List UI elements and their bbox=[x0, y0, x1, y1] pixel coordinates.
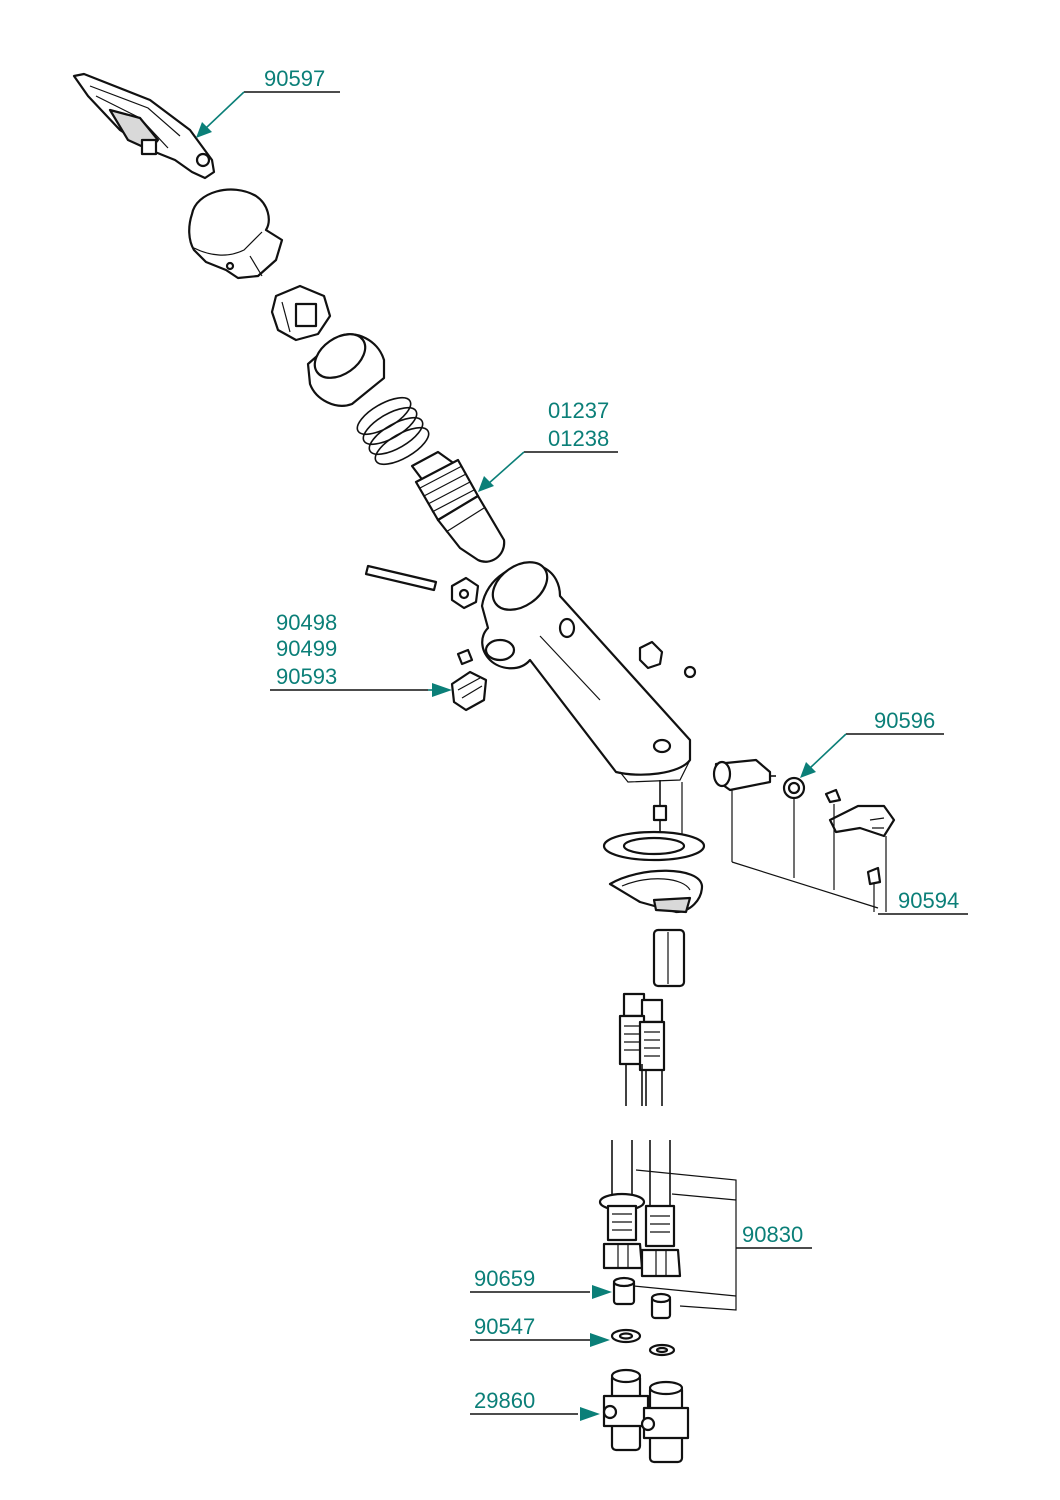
callout-aerator: 90498 90499 90593 bbox=[270, 610, 452, 697]
label-90547: 90547 bbox=[474, 1314, 535, 1339]
gasket-part bbox=[602, 830, 706, 862]
label-90594: 90594 bbox=[898, 888, 959, 913]
callout-01237-01238: 01237 01238 bbox=[478, 398, 618, 492]
spring-part bbox=[356, 396, 430, 466]
spout-body-part bbox=[480, 561, 692, 783]
cartridge-part bbox=[410, 450, 506, 563]
aerator-part bbox=[450, 670, 488, 712]
label-29860: 29860 bbox=[474, 1388, 535, 1413]
label-90596: 90596 bbox=[874, 708, 935, 733]
cap-part bbox=[188, 188, 284, 280]
callout-90830: 90830 bbox=[736, 1222, 812, 1249]
washer-part bbox=[610, 1328, 676, 1357]
callout-90597: 90597 bbox=[196, 66, 340, 138]
pin-part bbox=[364, 564, 438, 592]
label-90498: 90498 bbox=[276, 610, 337, 635]
coupling-part bbox=[270, 284, 332, 342]
aerator-nipple-part bbox=[456, 648, 474, 666]
label-01238: 01238 bbox=[548, 426, 609, 451]
cover-cylinder-part bbox=[306, 333, 386, 407]
label-90593: 90593 bbox=[276, 664, 337, 689]
filter-part bbox=[612, 1276, 672, 1320]
callout-90596: 90596 bbox=[800, 708, 944, 778]
label-90597: 90597 bbox=[264, 66, 325, 91]
hose-ends-top-part bbox=[618, 992, 666, 1106]
hose-bracket-lines bbox=[633, 1169, 737, 1311]
label-90659: 90659 bbox=[474, 1266, 535, 1291]
label-90830: 90830 bbox=[742, 1222, 803, 1247]
connector-rod-part bbox=[652, 780, 683, 836]
callout-29860: 29860 bbox=[470, 1388, 600, 1421]
valve-part bbox=[602, 1368, 690, 1464]
callout-90547: 90547 bbox=[470, 1314, 610, 1347]
handle-lever-part bbox=[72, 72, 216, 180]
threaded-sleeve-part bbox=[652, 928, 686, 988]
label-90499: 90499 bbox=[276, 636, 337, 661]
hose-ends-bottom-part bbox=[598, 1140, 682, 1278]
sensor-screw-part bbox=[638, 640, 697, 679]
mounting-plate-part bbox=[608, 869, 704, 914]
callout-90594: 90594 bbox=[878, 888, 968, 915]
side-kit-parts bbox=[712, 758, 896, 912]
nut-part bbox=[450, 576, 480, 610]
callout-90659: 90659 bbox=[470, 1266, 612, 1299]
label-01237: 01237 bbox=[548, 398, 609, 423]
